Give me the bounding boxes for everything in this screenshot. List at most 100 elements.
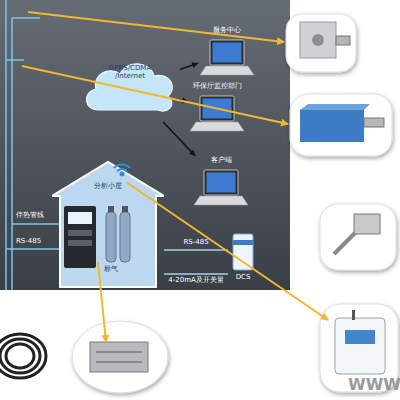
sampler-photo (72, 321, 168, 393)
wifi-dot (121, 173, 124, 176)
analysis-house: 分析小屋 (52, 160, 164, 288)
photo-frame (286, 14, 356, 72)
callout-arrow (22, 66, 288, 124)
laptop-shape (192, 156, 250, 210)
callout-arrow (28, 12, 284, 42)
signal-line (164, 249, 228, 251)
analyzer-panel (68, 240, 92, 246)
house-shape (52, 160, 164, 288)
photo-frame (320, 204, 396, 270)
cloud-outline (86, 64, 172, 111)
node-text: 分析小屋 (78, 182, 138, 190)
logger-screen (345, 330, 375, 344)
laptop-screen (203, 99, 232, 119)
text-box: DCS (228, 273, 258, 281)
laptop-base (200, 66, 254, 75)
pipe-line (6, 248, 60, 250)
laptop-screen-frame (204, 170, 238, 195)
box-port (312, 34, 324, 46)
laptop-screen (207, 173, 236, 193)
cylinder-valve (108, 206, 114, 212)
signal-label: RS-485 (183, 239, 208, 247)
cloud-shape (80, 52, 180, 122)
dark-panel (0, 0, 290, 290)
text-box: GPRS/CDMA /Internet (105, 64, 155, 80)
gas-cylinder (120, 212, 130, 262)
photo-frame (290, 94, 392, 156)
leader-line (2, 292, 4, 314)
connector (336, 36, 350, 45)
logger-case (335, 318, 385, 374)
pipe-lines (6, 0, 60, 290)
network-link (180, 100, 188, 102)
text-box: 服务中心 (198, 26, 256, 34)
wifi-arc (117, 169, 127, 171)
box-top (300, 104, 370, 110)
data-logger-photo (320, 304, 398, 392)
analyzer-screen (68, 212, 92, 224)
callout-arrow (126, 182, 328, 320)
callout-arrows (22, 12, 328, 342)
text-box: 环保厅监控部门 (188, 82, 246, 90)
photo-frame (72, 321, 168, 393)
node-text: GPRS/CDMA /Internet (105, 64, 155, 80)
laptop-screen-frame (200, 96, 234, 121)
coil-ring (0, 339, 40, 373)
coil-ring (6, 344, 34, 368)
connector (364, 118, 384, 127)
computer-node: 环保厅监控部门 (188, 82, 246, 136)
text-box: 客户端 (192, 156, 250, 164)
cable-coil-photo (0, 334, 46, 378)
dcs-box (233, 234, 253, 270)
signal-line (164, 273, 228, 275)
pipe-line (12, 223, 60, 225)
coil-ring (0, 334, 46, 378)
node-text: 环保厅监控部门 (188, 82, 246, 90)
laptop-base (194, 196, 248, 205)
wifi-arc (114, 165, 130, 168)
photo-frame (320, 304, 398, 392)
annotation-label: 标气 (104, 266, 118, 274)
node-text: 服务中心 (198, 26, 256, 34)
laptop-shape (198, 26, 256, 80)
network-link (163, 122, 195, 156)
probe-box-photo (286, 14, 356, 72)
dcs-cabinet: DCS (228, 232, 258, 286)
leader-head (0, 312, 6, 318)
metal-plate (90, 342, 148, 372)
node-text: 客户端 (192, 156, 250, 164)
wifi-symbol (114, 165, 130, 176)
network-link (180, 63, 198, 69)
rods (96, 352, 142, 362)
annotation-label: RS-485 (16, 238, 41, 246)
analyzer-cabinet (64, 206, 96, 268)
pretreatment-box-photo (290, 94, 392, 156)
dcs-stripe (233, 240, 253, 245)
pipe-line (6, 59, 24, 61)
laptop-screen-frame (210, 40, 244, 65)
computer-node: 服务中心 (198, 26, 256, 80)
computer-node: 客户端 (192, 156, 250, 210)
laptop-base (190, 122, 244, 131)
gas-cylinder (106, 212, 116, 262)
analyzer-panel (68, 230, 92, 236)
probe-head (354, 214, 380, 234)
blue-box (300, 110, 364, 142)
pipe-line (12, 17, 40, 19)
network-cloud: GPRS/CDMA /Internet (80, 52, 180, 122)
callout-arrow (98, 262, 106, 342)
metal-box (300, 22, 336, 58)
house-outline (52, 162, 164, 287)
probe-photo (320, 204, 396, 270)
antenna (352, 310, 355, 320)
annotation-label: 伴热管线 (16, 212, 44, 220)
cylinder-valve (122, 206, 128, 212)
watermark: WWW (348, 376, 400, 394)
signal-label: 4-20mA及开关量 (168, 277, 224, 285)
pipe-line (5, 0, 7, 290)
